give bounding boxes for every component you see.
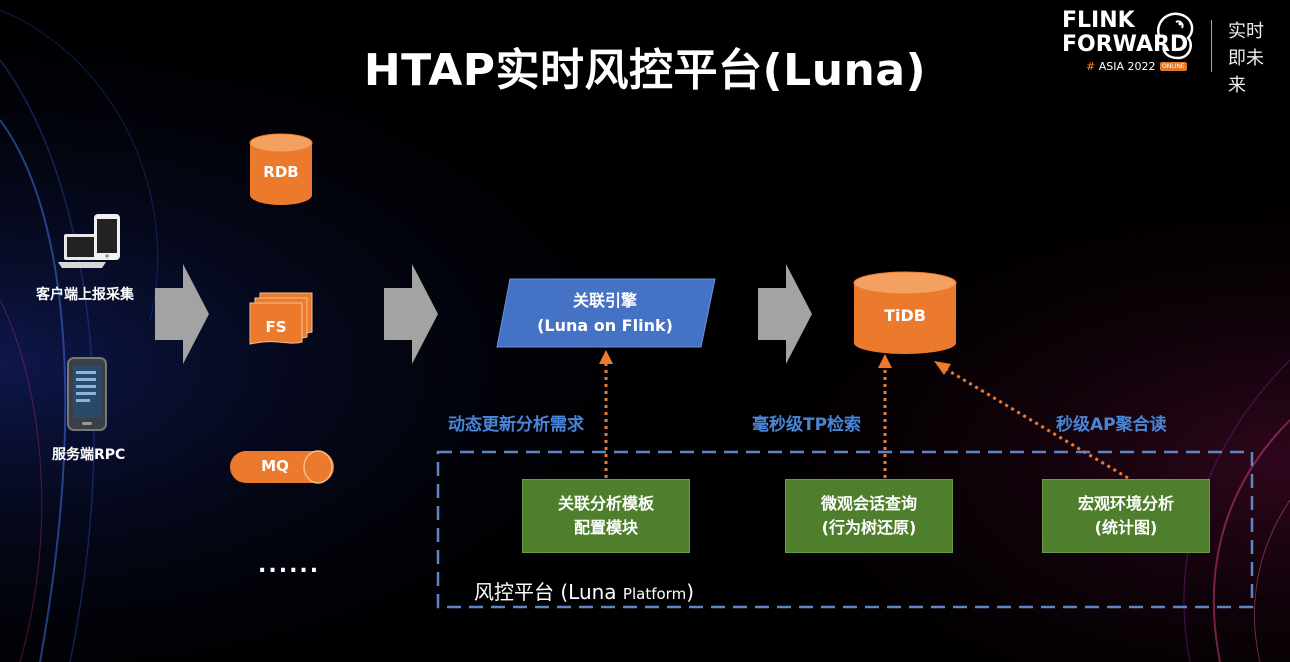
platform-label: 风控平台 (Luna Platform) (474, 576, 694, 605)
brand-event-text: # ASIA 2022 (1086, 60, 1156, 73)
module-session-line1: 微观会话查询 (820, 494, 917, 513)
brand-divider (1211, 20, 1212, 72)
engine-subtitle: (Luna on Flink) (537, 316, 673, 335)
online-badge: ONLINE (1160, 62, 1187, 71)
brand-slogan: 实时即未来 (1228, 21, 1264, 96)
module-template-line2: 配置模块 (573, 518, 638, 537)
engine-box (496, 278, 716, 348)
tidb-database-icon (853, 271, 957, 354)
brand-hash: # (1086, 60, 1096, 73)
brand-forward-text: FORWARD (1062, 32, 1189, 57)
module-template-line1: 关联分析模板 (557, 494, 654, 513)
arrow-engine-to-tidb (758, 264, 812, 364)
mq-label: MQ (261, 457, 289, 475)
more-storages-ellipsis: ...... (258, 553, 321, 578)
platform-label-main: 风控平台 (Luna (474, 580, 623, 604)
module-session-line2: (行为树还原) (821, 518, 917, 537)
rdb-label: RDB (263, 163, 299, 181)
brand-event: ASIA 2022 (1098, 60, 1156, 73)
edge-label-tp: 毫秒级TP检索 (752, 415, 862, 435)
fs-files-icon (249, 292, 313, 345)
edge-label-dynamic: 动态更新分析需求 (448, 415, 584, 435)
source-server-label: 服务端RPC (52, 447, 126, 463)
squirrel-logo-icon (1157, 12, 1194, 60)
edge-label-ap: 秒级AP聚合读 (1056, 415, 1167, 435)
platform-label-close: ) (686, 580, 694, 604)
platform-label-sub: Platform (622, 585, 687, 603)
server-phone-icon (67, 357, 107, 431)
module-session-query[interactable]: 微观会话查询 (行为树还原) (785, 479, 953, 553)
arrow-storage-to-engine (384, 264, 438, 364)
laptop-phone-icon (58, 214, 120, 268)
mq-queue-icon (230, 450, 334, 484)
module-macro-line1: 宏观环境分析 (1077, 494, 1174, 513)
engine-name: 关联引擎 (572, 291, 637, 310)
fs-label: FS (265, 318, 287, 336)
arrow-sources-to-storage (155, 264, 209, 364)
module-template-config[interactable]: 关联分析模板 配置模块 (522, 479, 690, 553)
module-macro-line2: (统计图) (1094, 518, 1158, 537)
platform-frame (436, 450, 1254, 609)
source-client-label: 客户端上报采集 (36, 287, 134, 303)
tidb-label: TiDB (884, 306, 926, 325)
engine-label: 关联引擎 (Luna on Flink) (510, 288, 700, 338)
rdb-database-icon (249, 133, 313, 205)
page-title: HTAP实时风控平台(Luna) (363, 45, 927, 96)
module-macro-analysis[interactable]: 宏观环境分析 (统计图) (1042, 479, 1210, 553)
brand-flink-text: FLINK (1062, 8, 1135, 33)
